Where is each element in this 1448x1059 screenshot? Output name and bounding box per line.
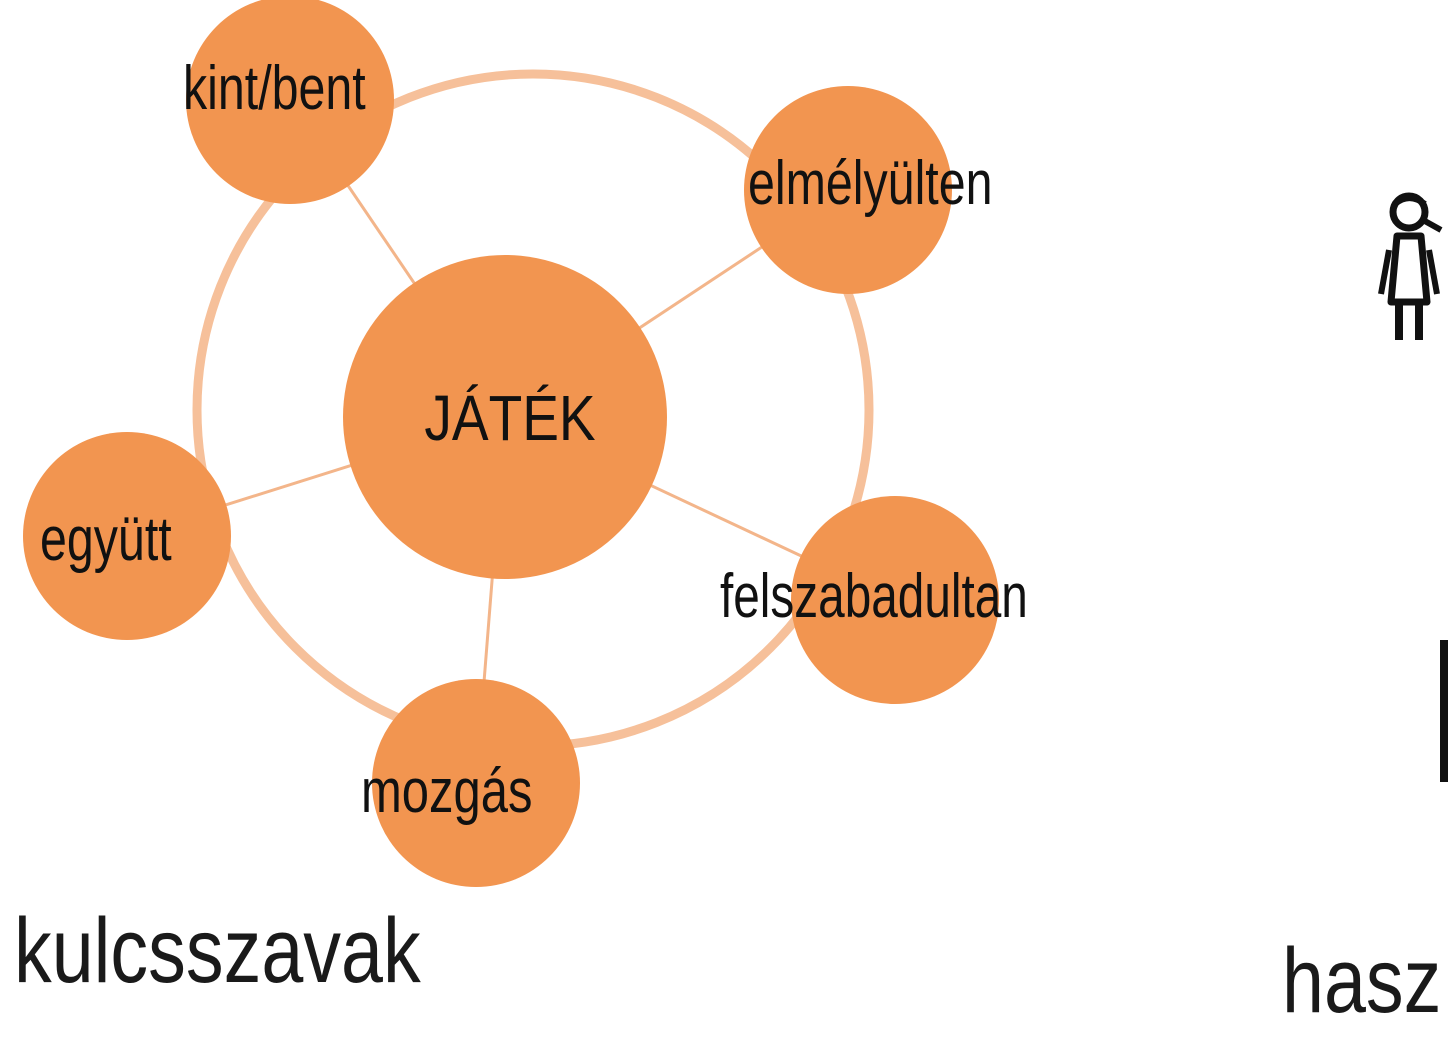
node-felszabadultan: felszabadultan	[720, 496, 1028, 704]
node-circle	[186, 0, 394, 204]
node-label: mozgás	[361, 755, 532, 825]
node-label: elmélyülten	[748, 148, 993, 217]
node-circle	[744, 86, 952, 294]
node-circle	[372, 679, 580, 887]
node-mozgas: mozgás	[361, 679, 580, 887]
node-circle	[791, 496, 999, 704]
center-node-label: JÁTÉK	[424, 382, 595, 454]
node-elmelyulten: elmélyülten	[744, 86, 993, 294]
node-egyutt: együtt	[23, 432, 231, 640]
caption-right-partial: hasz	[1282, 930, 1442, 1032]
caption-keywords: kulcsszavak	[14, 900, 421, 1002]
center-node: JÁTÉK	[343, 255, 667, 579]
dark-bar	[1440, 640, 1448, 782]
node-circle	[23, 432, 231, 640]
node-kint-bent: kint/bent	[183, 0, 394, 204]
person-figure-icon	[1378, 192, 1443, 340]
center-node-circle	[343, 255, 667, 579]
node-label: felszabadultan	[720, 561, 1028, 630]
node-label: együtt	[40, 504, 172, 573]
node-label: kint/bent	[183, 53, 366, 122]
